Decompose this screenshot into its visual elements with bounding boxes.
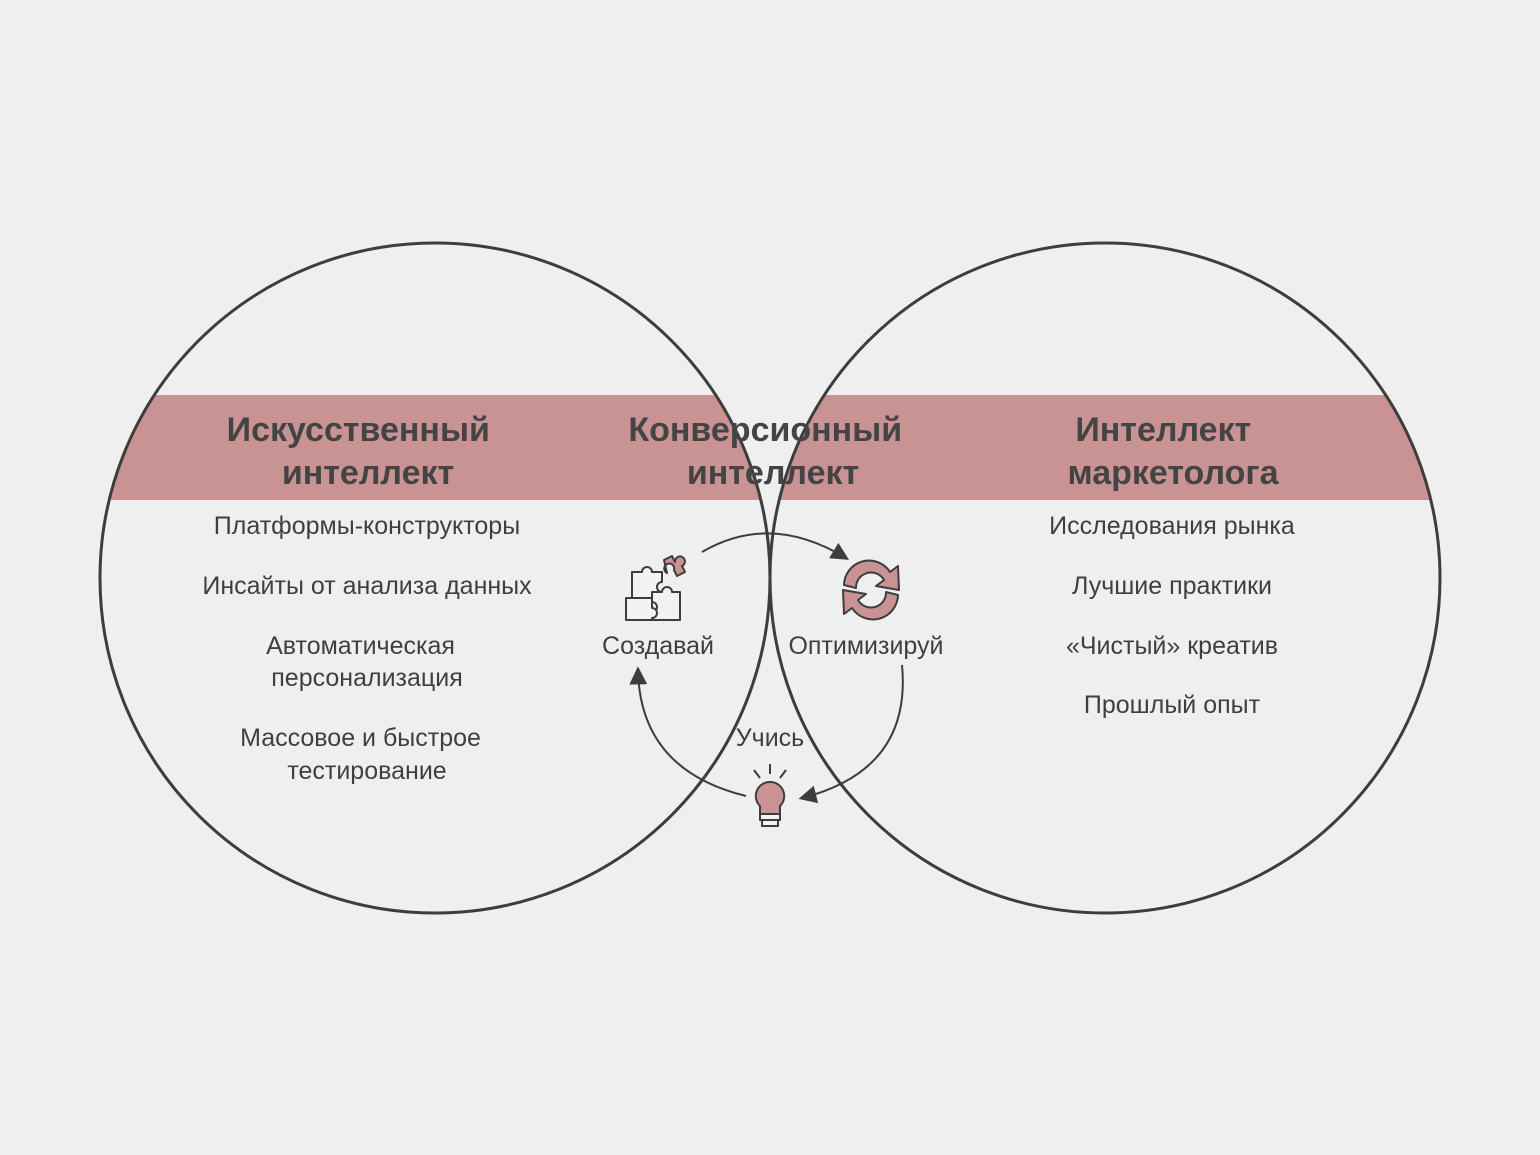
refresh-icon	[842, 559, 900, 621]
left-item: Массовое и быстрое тестирование	[240, 724, 488, 785]
puzzle-icon	[625, 555, 686, 621]
center-title: Конверсионный интеллект	[628, 411, 911, 492]
cycle-label-optimize: Оптимизируй	[788, 632, 943, 660]
right-title: Интеллект маркетолога	[1068, 411, 1280, 492]
left-item: Автоматическая персонализация	[266, 632, 463, 692]
cycle-arrow-optimize-to-learn	[798, 664, 904, 804]
lightbulb-icon	[753, 764, 787, 827]
left-title: Искусственный интеллект	[227, 411, 500, 492]
cycle-label-create: Создавай	[602, 632, 714, 660]
right-title-band	[770, 395, 1440, 500]
cycle-label-learn: Учись	[736, 724, 804, 752]
left-item: Платформы-конструкторы	[214, 512, 520, 540]
right-item: Исследования рынка	[1049, 512, 1295, 540]
left-item: Инсайты от анализа данных	[202, 572, 532, 600]
right-item: Прошлый опыт	[1084, 691, 1261, 719]
left-title-band	[100, 395, 770, 500]
right-item: Лучшие практики	[1072, 572, 1272, 600]
cycle-arrow-create-to-optimize	[701, 532, 850, 560]
right-circle	[768, 241, 1442, 915]
cycle-arrow-learn-to-create	[629, 666, 747, 797]
right-item: «Чистый» креатив	[1066, 632, 1278, 660]
